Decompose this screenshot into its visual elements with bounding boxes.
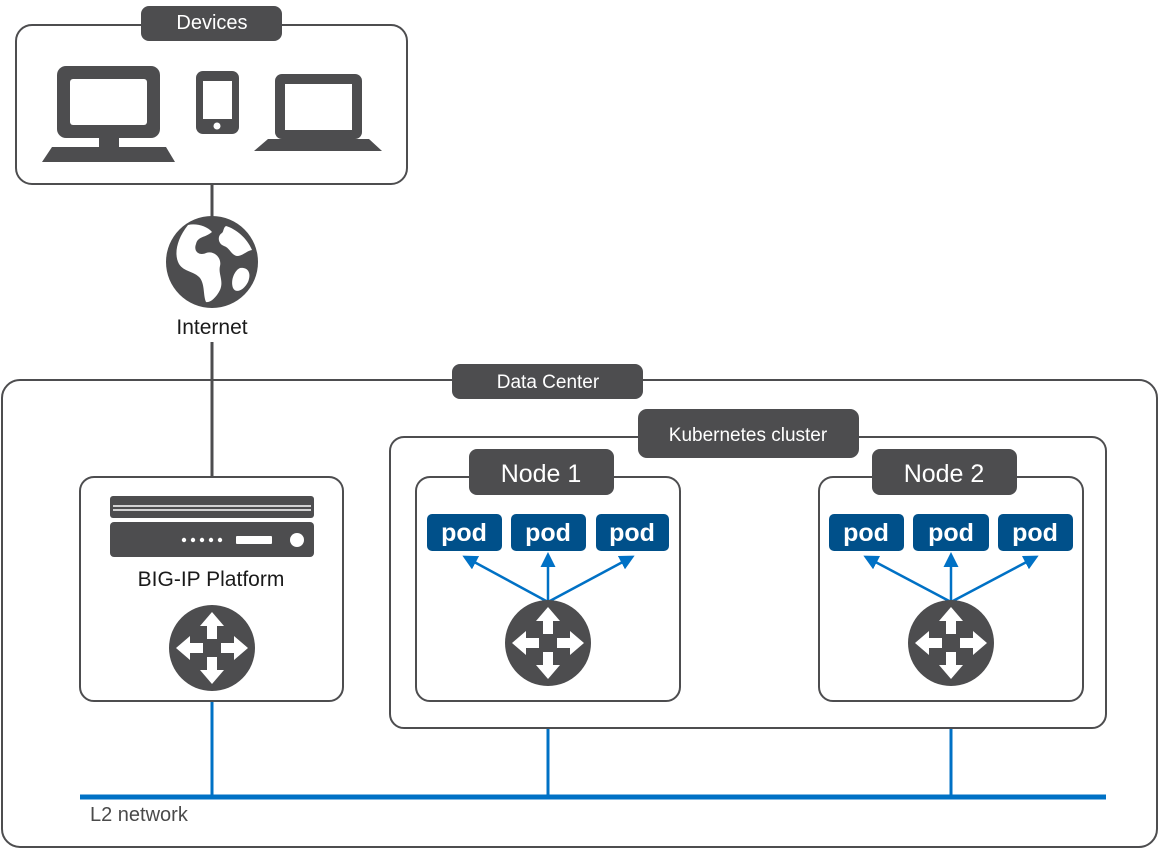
pod: pod (596, 514, 669, 551)
pod: pod (511, 514, 586, 551)
datacenter-group: Data Center (1, 364, 1158, 848)
internet-label: Internet (176, 316, 247, 339)
pod-label: pod (1012, 519, 1058, 547)
node-1-tab (469, 449, 614, 495)
desktop-monitor-icon (42, 66, 175, 162)
devices-label: Devices (176, 12, 247, 34)
kubernetes-cluster-group: Kubernetes cluster Node 1 pod pod pod (389, 409, 1107, 729)
pod: pod (913, 514, 989, 551)
pod: pod (829, 514, 904, 551)
pod: pod (427, 514, 502, 551)
appliance-icon (110, 496, 314, 557)
l2-network-group: L2 network (80, 686, 1106, 826)
node-1-group: Node 1 pod pod pod (415, 449, 681, 702)
router-icon (908, 600, 994, 686)
pod-label: pod (441, 519, 487, 547)
datacenter-tab (452, 364, 643, 399)
node-2-group: Node 2 pod pod pod (818, 449, 1084, 702)
bigip-group: BIG-IP Platform (79, 476, 344, 702)
bigip-label: BIG-IP Platform (138, 568, 285, 591)
smartphone-icon (196, 71, 239, 134)
internet-group: Internet (166, 216, 258, 339)
pod-label: pod (843, 519, 889, 547)
pod-label: pod (928, 519, 974, 547)
pod: pod (998, 514, 1073, 551)
devices-tab (141, 6, 282, 41)
pod-label: pod (609, 519, 655, 547)
datacenter-label: Data Center (497, 372, 600, 393)
router-icon (505, 600, 591, 686)
router-icon (169, 605, 255, 691)
laptop-icon (254, 74, 382, 151)
cluster-label: Kubernetes cluster (669, 425, 828, 446)
cluster-tab (638, 409, 859, 458)
node-1-label: Node 1 (501, 460, 582, 488)
devices-group: Devices (15, 6, 408, 185)
pod-label: pod (525, 519, 571, 547)
l2-network-label: L2 network (90, 804, 189, 826)
globe-icon (166, 216, 258, 308)
node-2-tab (872, 449, 1017, 495)
node-2-label: Node 2 (904, 460, 985, 488)
